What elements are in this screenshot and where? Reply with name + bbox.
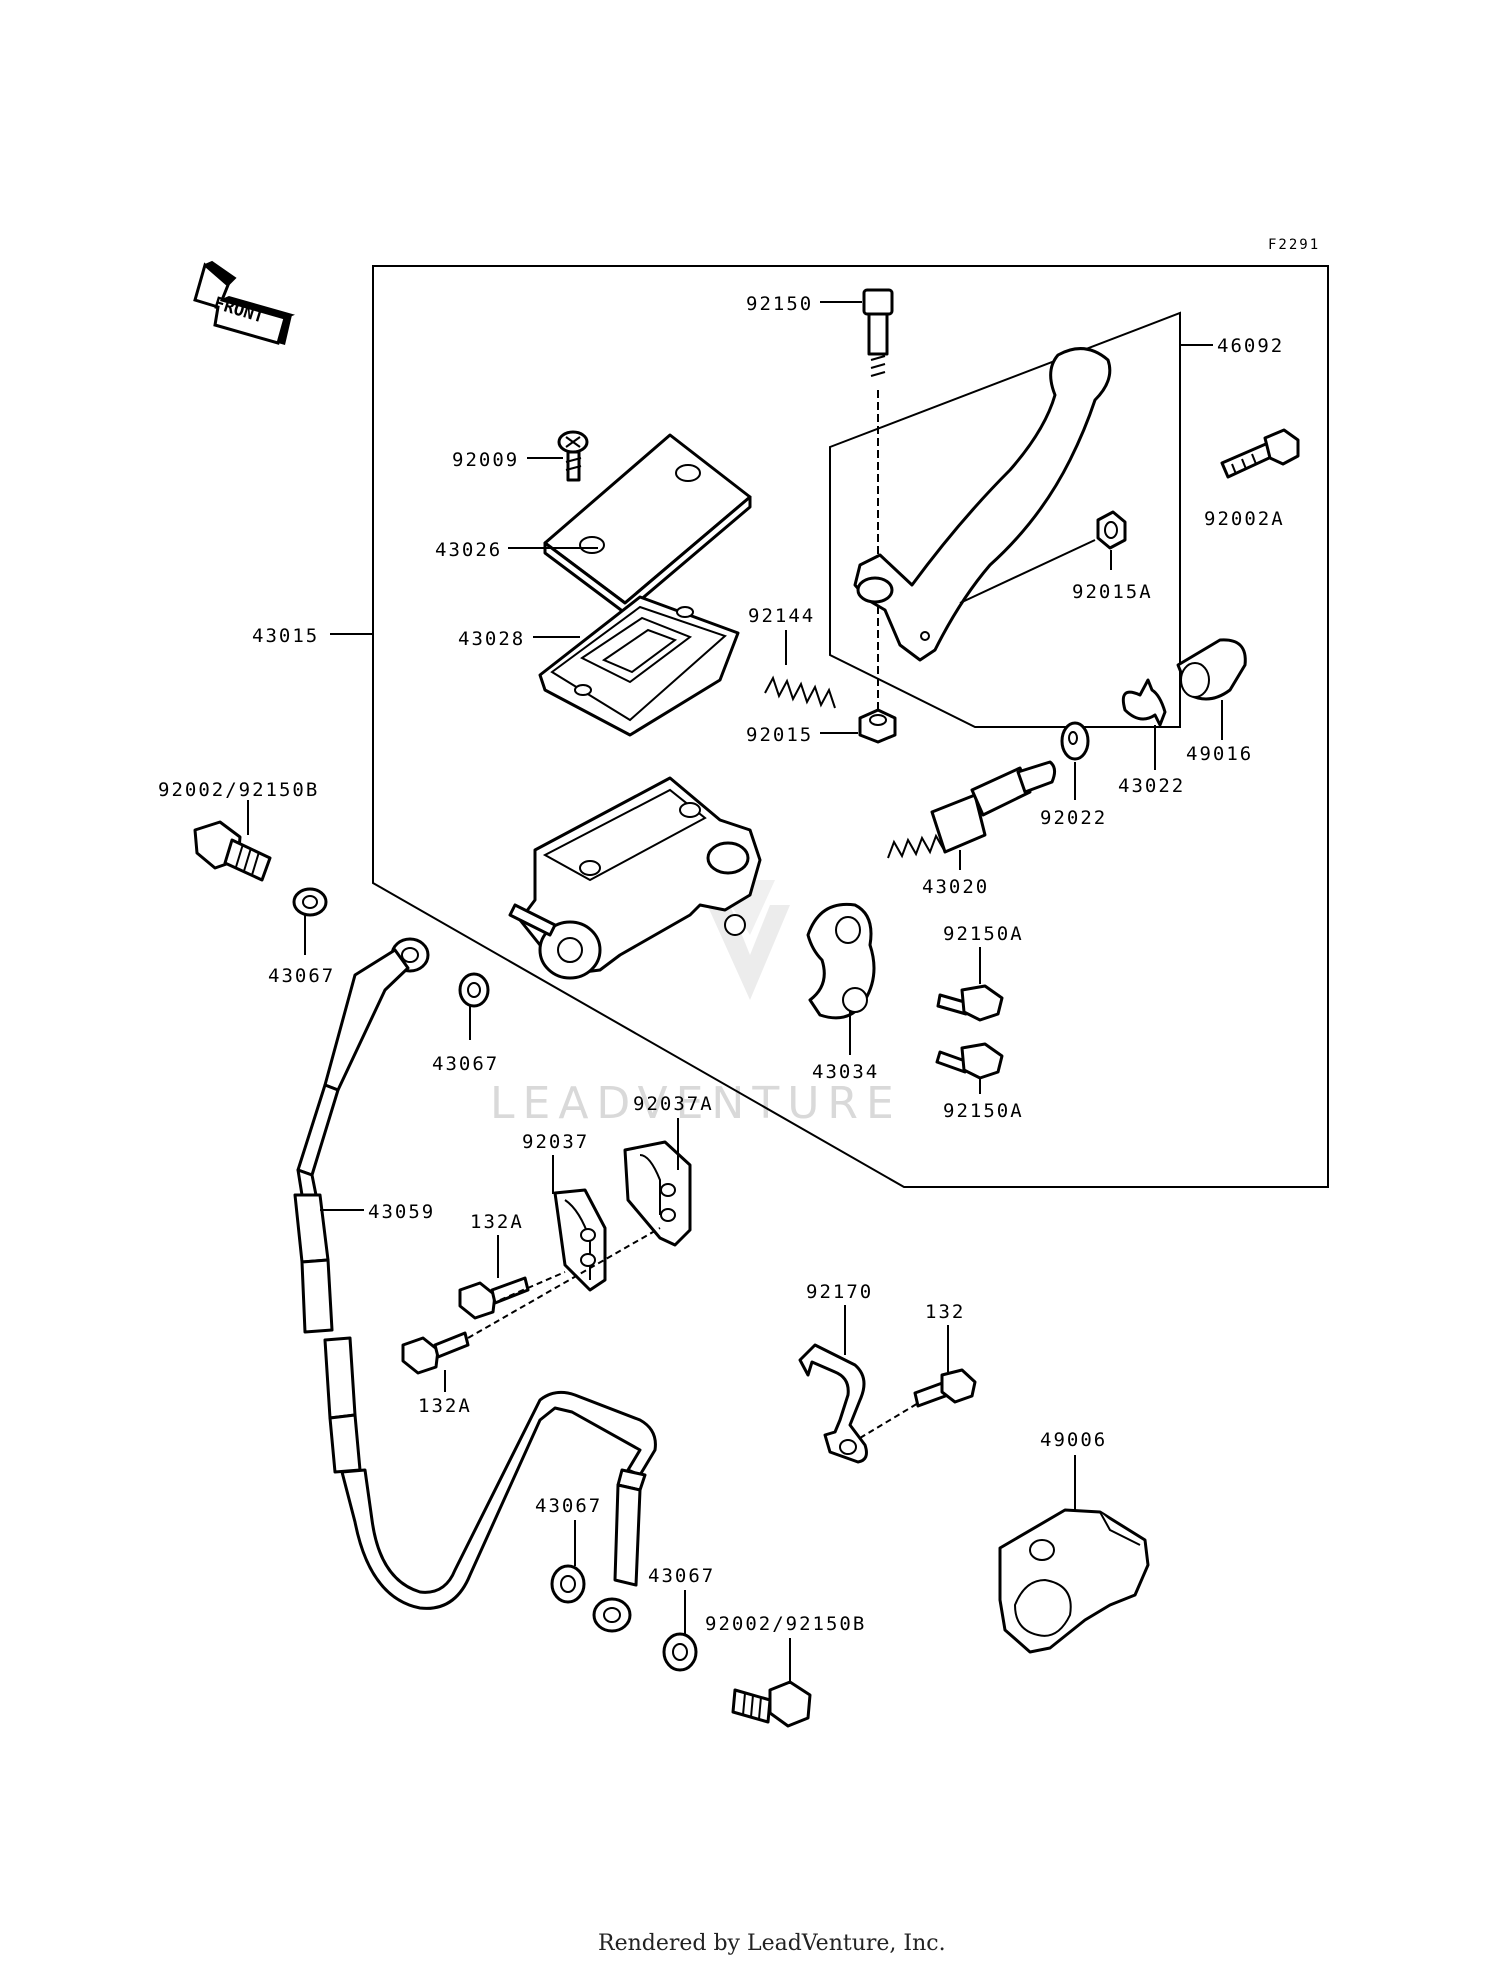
label-132A-bottom: 132A (418, 1395, 472, 1417)
bolt-132A-top (458, 1271, 566, 1320)
washer-43067-b (458, 972, 490, 1008)
label-92150A-bottom: 92150A (943, 1100, 1024, 1122)
label-132A-top: 132A (470, 1211, 524, 1233)
circlip-43022 (1121, 678, 1167, 727)
label-92002-92150B-bottom: 92002/92150B (705, 1613, 866, 1635)
clamp-92170 (798, 1343, 921, 1464)
footer-credit: Rendered by LeadVenture, Inc. (598, 1931, 946, 1956)
label-46092: 46092 (1217, 335, 1284, 357)
label-92009: 92009 (452, 449, 519, 471)
assembly-boundary (372, 265, 1329, 1188)
bolt-92002A (1220, 428, 1300, 479)
washer-92022 (1060, 721, 1090, 761)
label-92150A-top: 92150A (943, 923, 1024, 945)
bracket-92037 (553, 1188, 607, 1292)
banjo-bolt-92002-92150B-top (193, 820, 272, 882)
watermark-text: LEADVENTURE (490, 1078, 902, 1129)
front-arrow-icon: FRONT (193, 260, 295, 345)
bolt-92150A-bottom (935, 1042, 1004, 1080)
washer-43067-d (662, 1632, 698, 1672)
screw-92009 (557, 430, 589, 482)
clamp-43034 (806, 902, 876, 1020)
master-cylinder-body (508, 776, 762, 980)
label-92022: 92022 (1040, 807, 1107, 829)
label-92002A: 92002A (1204, 508, 1285, 530)
label-92015: 92015 (746, 724, 813, 746)
label-43015: 43015 (252, 625, 319, 647)
piston-assembly-43020 (887, 760, 1057, 859)
label-92037: 92037 (522, 1131, 589, 1153)
label-43022: 43022 (1118, 775, 1185, 797)
pivot-bolt-92150 (862, 288, 894, 710)
clutch-lever-46092 (853, 347, 1112, 662)
clutch-hose-43059 (293, 937, 657, 1633)
nut-92015 (858, 708, 897, 744)
diaphragm-43028 (538, 595, 740, 737)
cover-49006 (998, 1508, 1150, 1654)
label-92015A: 92015A (1072, 581, 1153, 603)
label-43020: 43020 (922, 876, 989, 898)
washer-43067-a (292, 887, 328, 917)
figure-code: F2291 (1268, 237, 1320, 253)
label-92002-92150B-top: 92002/92150B (158, 779, 319, 801)
label-92144: 92144 (748, 605, 815, 627)
bolt-132 (913, 1368, 977, 1408)
label-43067-a: 43067 (268, 965, 335, 987)
label-92170: 92170 (806, 1281, 873, 1303)
label-49006: 49006 (1040, 1429, 1107, 1451)
label-43067-c: 43067 (535, 1495, 602, 1517)
washer-43067-c (550, 1564, 586, 1604)
label-43028: 43028 (458, 628, 525, 650)
label-43067-d: 43067 (648, 1565, 715, 1587)
label-92037A: 92037A (633, 1093, 714, 1115)
label-92150: 92150 (746, 293, 813, 315)
spring-92144 (764, 675, 836, 709)
label-43067-b: 43067 (432, 1053, 499, 1075)
label-132: 132 (925, 1301, 965, 1323)
reservoir-cap-43026 (543, 433, 752, 615)
banjo-bolt-92002-92150B-bottom (731, 1680, 812, 1728)
nut-92015A (1096, 510, 1127, 550)
label-43034: 43034 (812, 1061, 879, 1083)
bolt-132A-bottom (401, 1227, 661, 1375)
label-49016: 49016 (1186, 743, 1253, 765)
label-43059: 43059 (368, 1201, 435, 1223)
dust-boot-49016 (1176, 638, 1247, 701)
bolt-92150A-top (936, 984, 1004, 1022)
bracket-92037A (623, 1140, 692, 1247)
label-43026: 43026 (435, 539, 502, 561)
